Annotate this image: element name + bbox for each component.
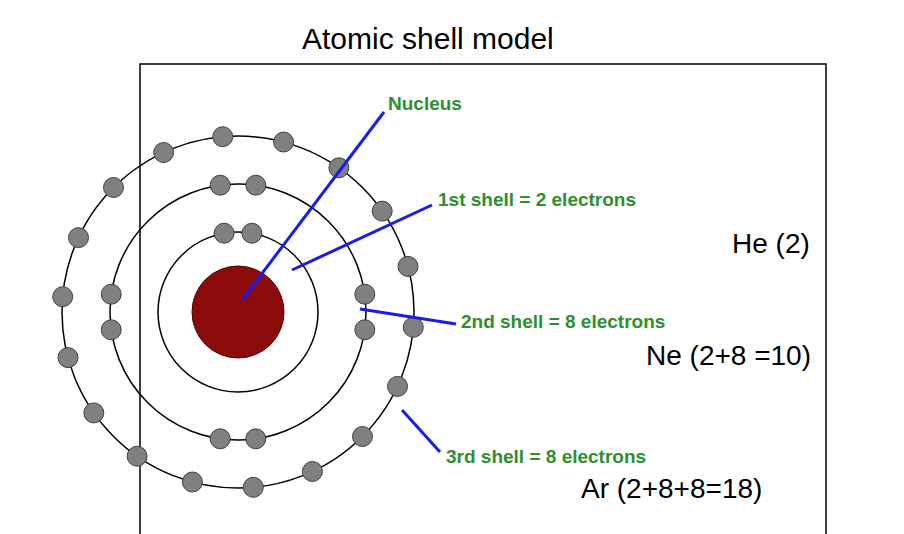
element-label: Ar (2+8+8=18) bbox=[579, 474, 764, 505]
electron bbox=[246, 429, 266, 449]
electron bbox=[127, 446, 147, 466]
part-label: 2nd shell = 8 electrons bbox=[459, 312, 667, 333]
electron bbox=[388, 376, 408, 396]
electron bbox=[53, 287, 73, 307]
electron bbox=[242, 223, 262, 243]
part-label: Nucleus bbox=[386, 94, 464, 115]
electron bbox=[302, 462, 322, 482]
part-label: 3rd shell = 8 electrons bbox=[444, 447, 648, 468]
leader-lines bbox=[242, 112, 456, 452]
shell-orbit bbox=[62, 136, 414, 488]
electron bbox=[101, 284, 121, 304]
electron bbox=[58, 348, 78, 368]
electron bbox=[182, 472, 202, 492]
electron bbox=[246, 175, 266, 195]
shell-orbit bbox=[110, 184, 366, 440]
electron bbox=[355, 320, 375, 340]
electron bbox=[69, 228, 89, 248]
diagram-title: Atomic shell model bbox=[300, 22, 556, 55]
part-label: 1st shell = 2 electrons bbox=[436, 190, 638, 211]
element-label: Ne (2+8 =10) bbox=[644, 341, 813, 372]
electron bbox=[210, 175, 230, 195]
electron bbox=[398, 256, 418, 276]
electron bbox=[214, 223, 234, 243]
electron bbox=[154, 143, 174, 163]
electron bbox=[243, 477, 263, 497]
electron bbox=[274, 132, 294, 152]
electron bbox=[403, 317, 423, 337]
electron bbox=[104, 178, 124, 198]
nucleus bbox=[192, 266, 284, 358]
electrons bbox=[53, 127, 424, 498]
electron bbox=[353, 427, 373, 447]
frame bbox=[140, 64, 826, 534]
element-label: He (2) bbox=[730, 229, 812, 260]
electron bbox=[210, 429, 230, 449]
electron bbox=[372, 201, 392, 221]
electron bbox=[355, 284, 375, 304]
shell-orbit bbox=[158, 232, 318, 392]
electron bbox=[213, 127, 233, 147]
electron bbox=[84, 403, 104, 423]
electron bbox=[101, 320, 121, 340]
